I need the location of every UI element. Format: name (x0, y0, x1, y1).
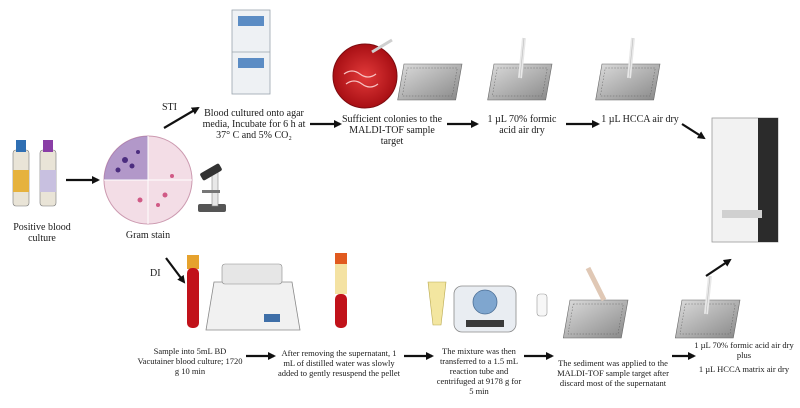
sti-colonies-label: Sufficient colonies to the MALDI-TOF sam… (341, 114, 443, 147)
maldi-target-plate-icon (397, 63, 741, 339)
di-sediment-label: The sediment was applied to the MALDI-TO… (557, 358, 669, 388)
gram-stain-slide-icon (103, 135, 193, 225)
reaction-tube-icon (427, 281, 548, 326)
sti-formic-acid-label: 1 µL 70% formic acid air dry (487, 114, 557, 136)
centrifuge-icon (205, 263, 301, 331)
sti-hcca-label: 1 µL HCCA air dry (601, 114, 679, 125)
microscope-icon (198, 163, 226, 212)
maldi-tof-instrument-icon (711, 117, 779, 243)
agar-plate-icon (332, 38, 398, 109)
di-mixture-label: The mixture was then transferred to a 1.… (436, 346, 522, 396)
sti-culture-label: Blood cultured onto agar media, Incubate… (202, 108, 306, 141)
arrow-sti-branch (163, 106, 200, 129)
di-supernatant-label: After removing the supernatant, 1 mL of … (277, 348, 401, 378)
pipette-icon (518, 37, 712, 315)
arrow-di-branch (165, 257, 186, 284)
vacutainer-tube-icon (187, 255, 199, 328)
serum-tube-icon (335, 253, 347, 328)
di-path-label: DI (150, 268, 161, 279)
microcentrifuge-icon (453, 285, 517, 333)
di-final-formic-label: 1 µL 70% formic acid air dry plus (694, 340, 794, 360)
flow-arrows (66, 106, 732, 360)
di-sample-label: Sample into 5mL BD Vacutainer blood cult… (137, 346, 243, 376)
arrow-sti-to-instrument (681, 123, 706, 140)
incubator-icon (231, 9, 271, 95)
gram-stain-label: Gram stain (125, 230, 171, 241)
blood-culture-bottles-icon (12, 140, 57, 207)
arrow-di-to-instrument (705, 258, 732, 277)
di-final-hcca-label: 1 µL HCCA matrix air dry (698, 364, 790, 374)
sti-path-label: STI (162, 102, 177, 113)
positive-blood-culture-label: Positive blood culture (13, 222, 71, 244)
